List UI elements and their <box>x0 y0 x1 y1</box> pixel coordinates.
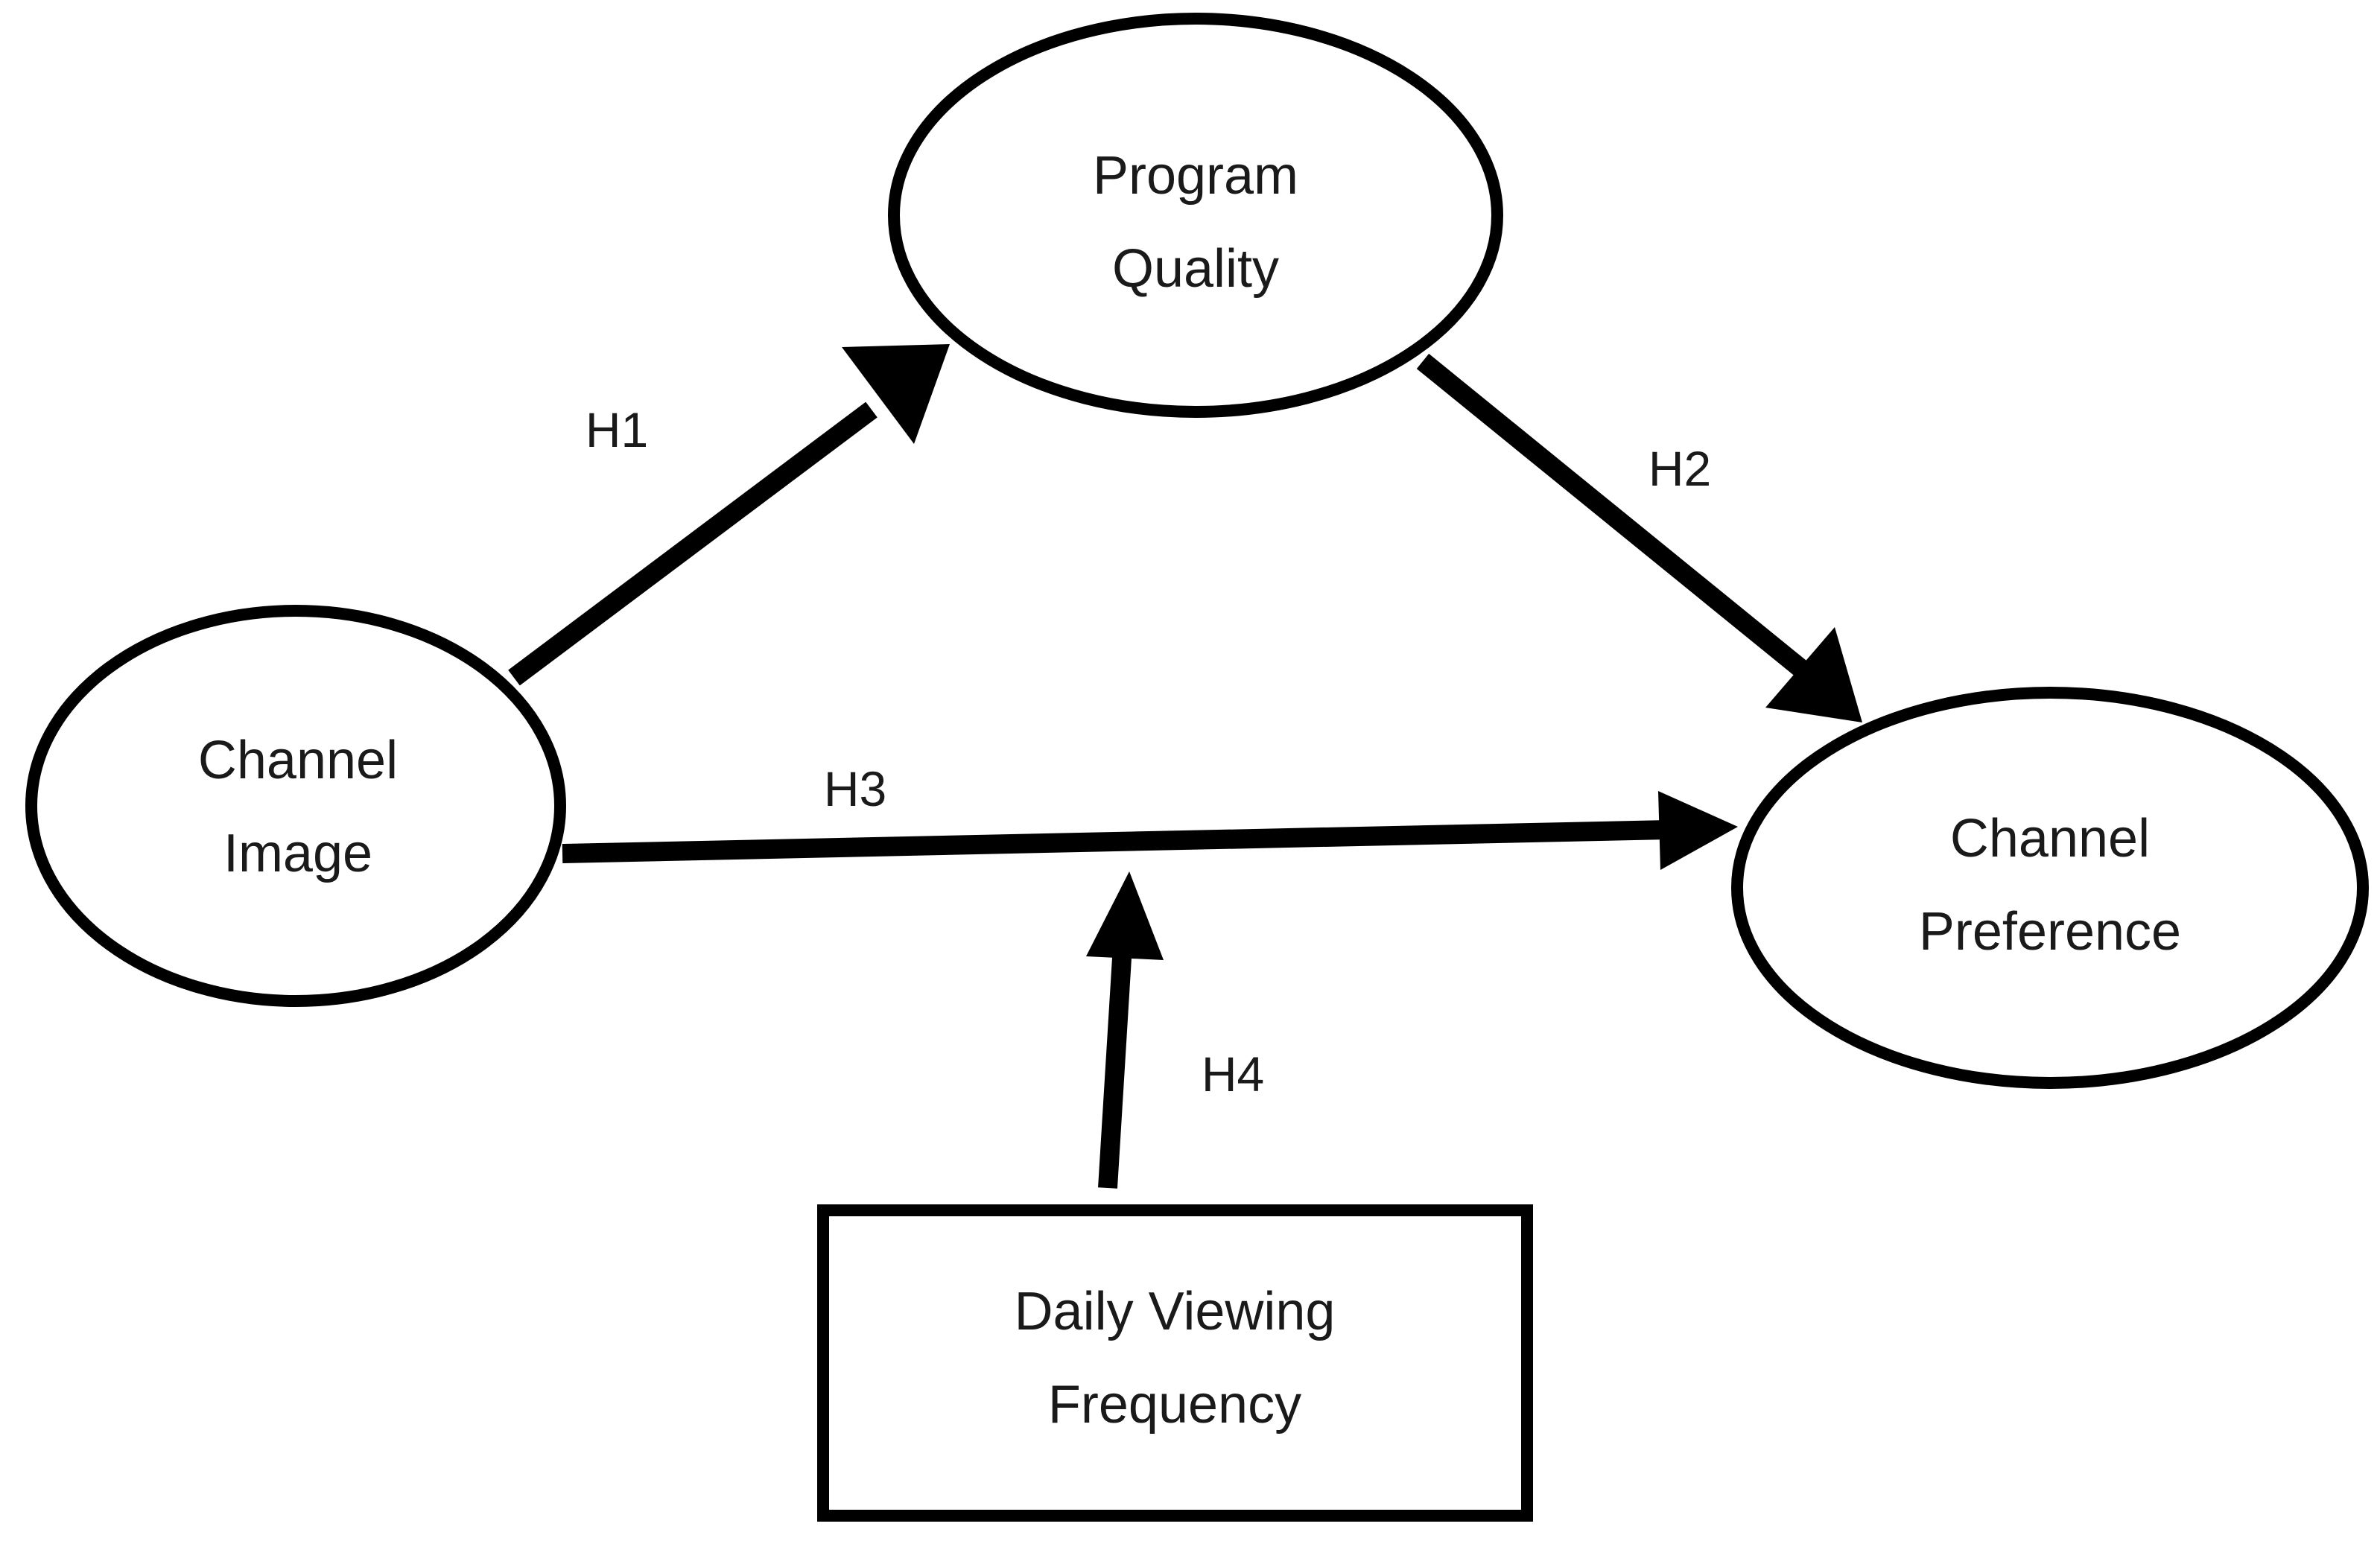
edge-h3 <box>562 791 1738 870</box>
edge-h4-label: H4 <box>1202 1046 1264 1102</box>
edge-h1-arrowhead <box>842 344 950 444</box>
edge-h3-line <box>562 820 1669 863</box>
node-program-quality: Program Quality <box>888 13 1503 418</box>
program-quality-ellipse <box>888 13 1503 418</box>
edge-h4-line <box>1098 945 1132 1189</box>
edge-h2-label: H2 <box>1648 441 1711 496</box>
edge-h1-line <box>508 401 878 686</box>
daily-viewing-frequency-line-1: Daily Viewing <box>1015 1282 1336 1341</box>
edge-h1 <box>508 344 950 686</box>
edge-h2-line <box>1416 353 1808 677</box>
daily-viewing-frequency-line-2: Frequency <box>1048 1375 1301 1435</box>
node-channel-preference: Channel Preference <box>1731 687 2369 1089</box>
daily-viewing-frequency-box <box>817 1204 1533 1522</box>
channel-image-line-1: Channel <box>198 731 398 790</box>
edge-h4 <box>1086 871 1164 1189</box>
edge-h1-label: H1 <box>586 402 648 457</box>
edge-h2-arrowhead <box>1765 627 1862 722</box>
program-quality-line-1: Program <box>1093 146 1298 206</box>
edge-h4-arrowhead <box>1086 871 1164 960</box>
node-daily-viewing-frequency: Daily Viewing Frequency <box>817 1204 1533 1522</box>
edge-h3-label: H3 <box>824 761 886 816</box>
channel-image-line-2: Image <box>223 824 372 883</box>
channel-preference-ellipse <box>1731 687 2369 1089</box>
channel-preference-line-1: Channel <box>1950 809 2150 868</box>
edge-h3-arrowhead <box>1658 791 1738 870</box>
node-channel-image: Channel Image <box>25 605 566 1007</box>
channel-preference-line-2: Preference <box>1919 902 2181 962</box>
program-quality-line-2: Quality <box>1112 239 1279 299</box>
channel-image-ellipse <box>25 605 566 1007</box>
edge-h2 <box>1416 353 1862 722</box>
